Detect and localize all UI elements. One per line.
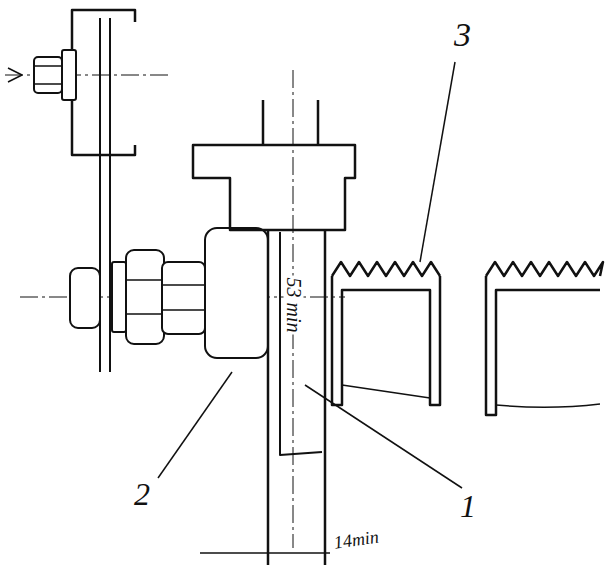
roller xyxy=(205,228,268,358)
dimension-label: 14min xyxy=(331,527,382,552)
knife-insert xyxy=(280,232,322,455)
arrow-symbol xyxy=(8,68,22,82)
center-line xyxy=(5,75,170,76)
nut xyxy=(126,250,164,344)
mounting-plate xyxy=(100,18,110,372)
leader-line xyxy=(420,62,455,262)
callout-number: 1 xyxy=(458,490,478,522)
washer xyxy=(62,50,76,100)
conveyor-edge xyxy=(496,404,600,407)
conveyor-segment xyxy=(486,276,600,415)
hub-edge xyxy=(162,285,205,310)
washer xyxy=(112,262,126,332)
callout-number: 3 xyxy=(452,18,473,52)
conveyor-teeth xyxy=(486,262,603,276)
shaft xyxy=(263,100,318,145)
dimension-line xyxy=(200,552,330,554)
dimension-label: 53 min xyxy=(283,276,303,335)
conveyor-segment xyxy=(332,276,440,405)
leader-line xyxy=(305,385,462,488)
callout-number: 2 xyxy=(132,478,152,510)
knife-blade xyxy=(268,230,325,565)
spindle-hub xyxy=(162,262,205,334)
upper-nut xyxy=(34,57,62,93)
conveyor-edge xyxy=(342,385,430,398)
nut-edge xyxy=(126,280,164,314)
nut-edge xyxy=(34,66,62,84)
bracket-channel xyxy=(72,10,135,155)
conveyor-teeth xyxy=(332,262,440,276)
knife-holder xyxy=(193,145,355,230)
bolt-head xyxy=(70,268,100,328)
leader-line xyxy=(158,372,232,478)
